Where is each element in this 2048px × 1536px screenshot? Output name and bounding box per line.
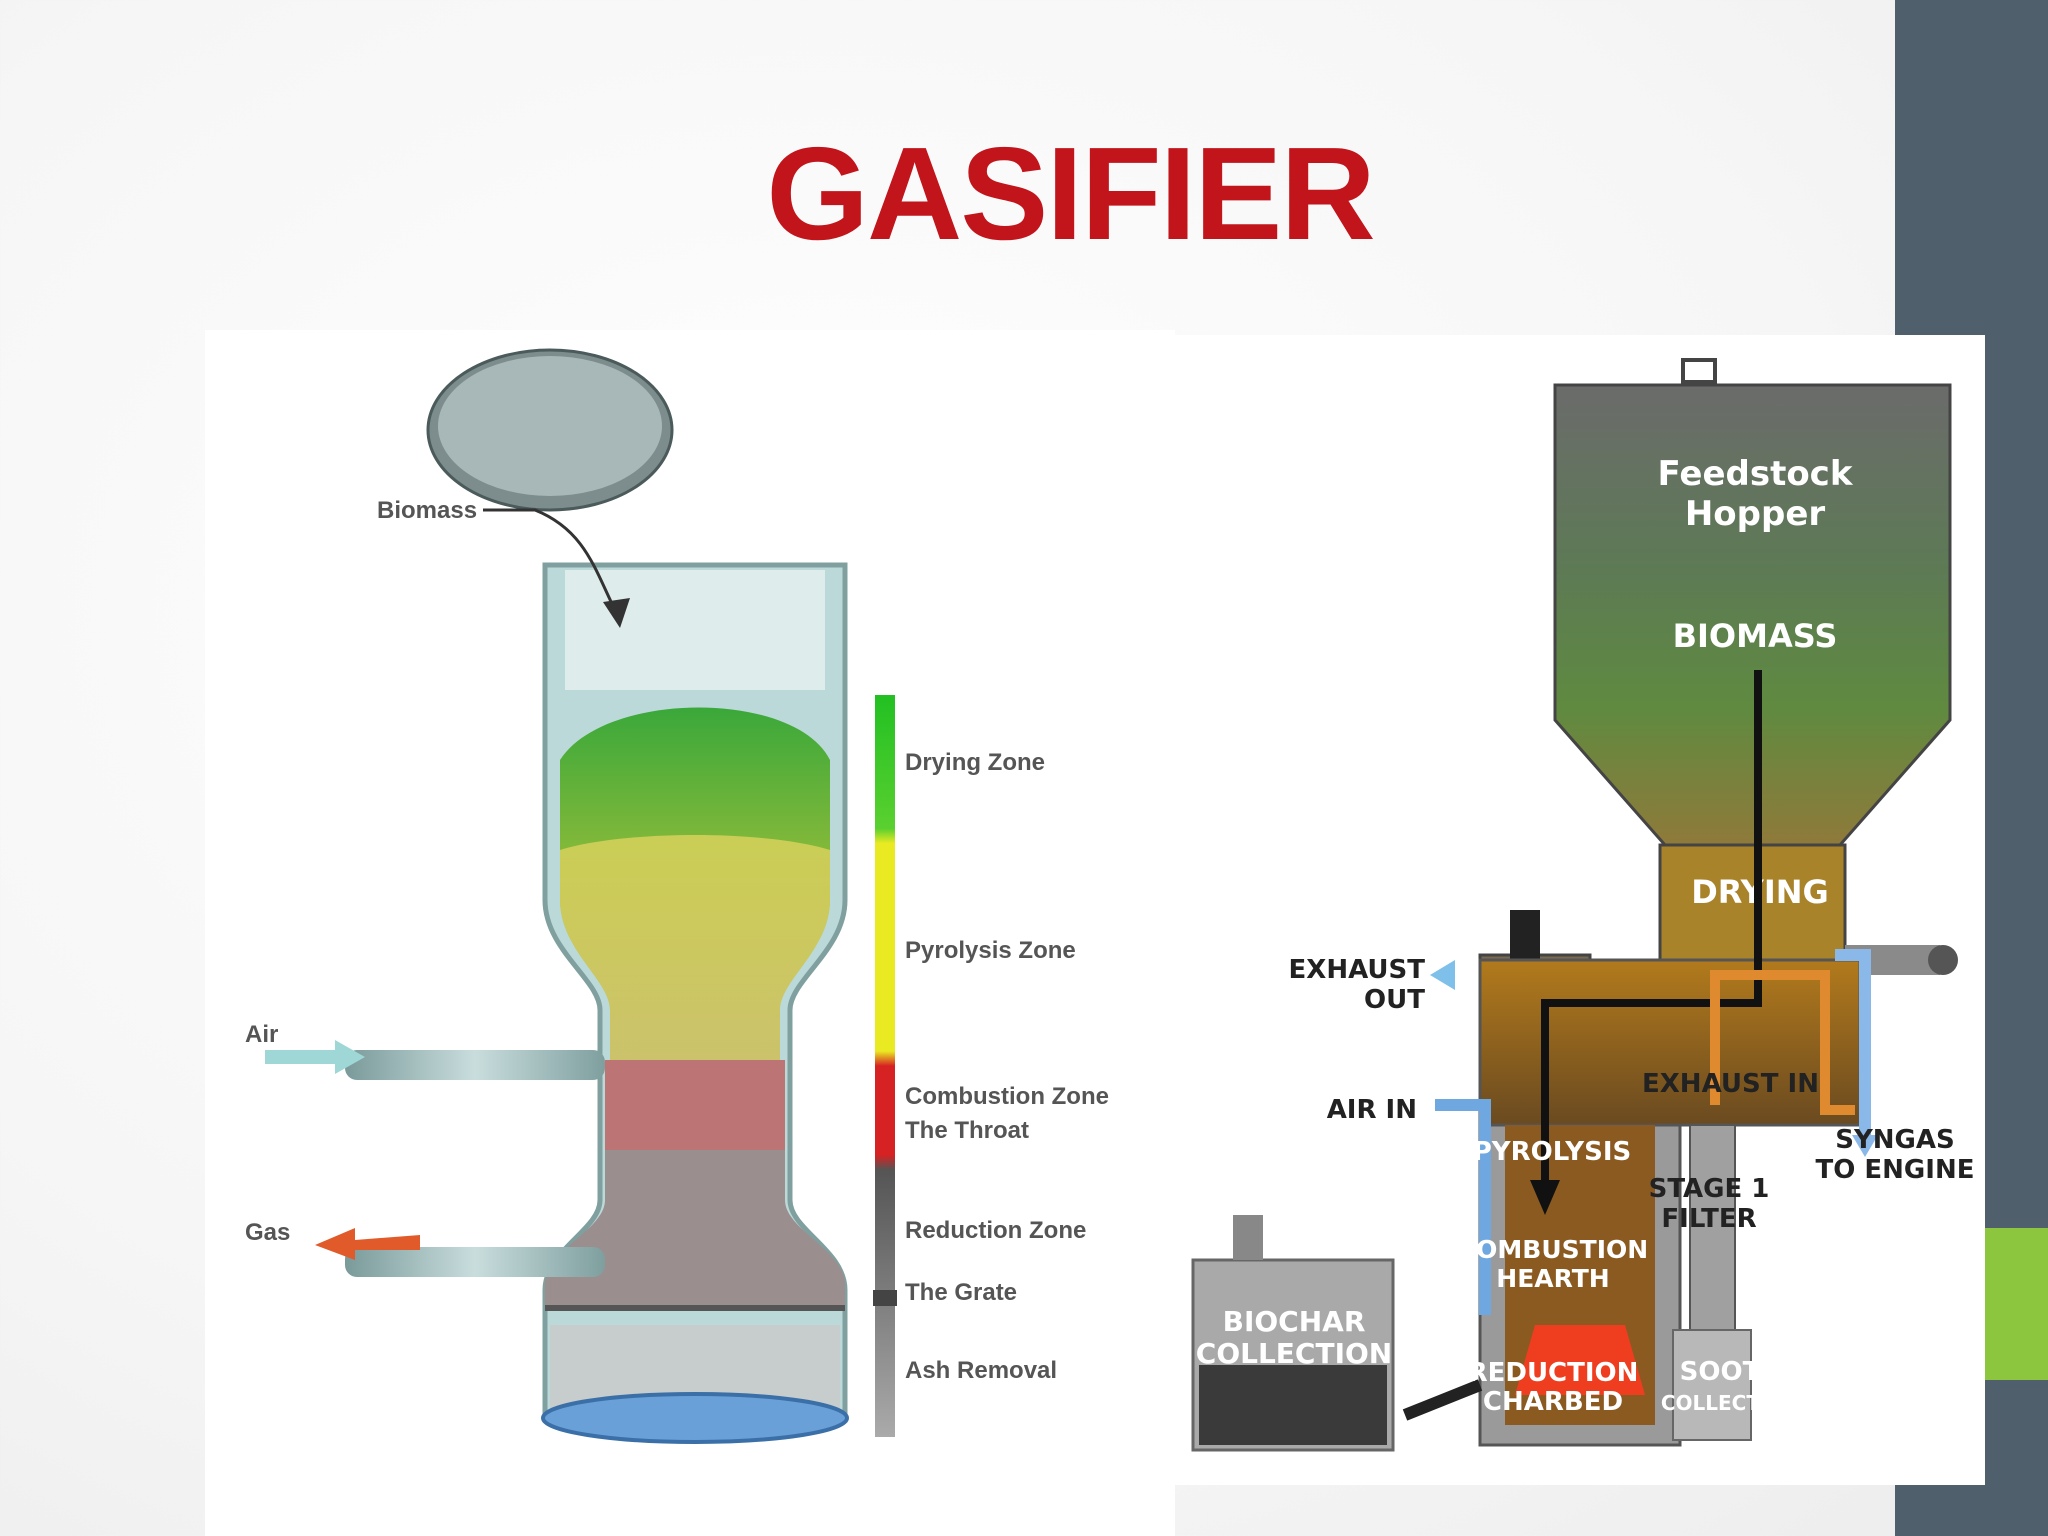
syngas-label-line2: TO ENGINE: [1816, 1155, 1975, 1185]
base-plate: [541, 1392, 849, 1444]
air-in-label: AIR IN: [1327, 1095, 1417, 1125]
exhaust-in-label: EXHAUST IN: [1642, 1069, 1819, 1099]
biomass-pointer: [483, 508, 617, 611]
biomass-pointer-arrowhead: [603, 598, 630, 628]
zone-indicator-bar: [875, 695, 895, 1437]
air-inlet-pipe: [345, 1050, 605, 1080]
upper-reactor: [1478, 958, 1862, 1127]
zone-drying-label: Drying Zone: [905, 749, 1045, 776]
stage1-filter: [1689, 1124, 1736, 1336]
combustion-material: [605, 1060, 785, 1150]
gas-outlet-pipe: [345, 1247, 605, 1277]
green-accent-bar: [1985, 1228, 2048, 1380]
zone-pyrolysis-label: Pyrolysis Zone: [905, 937, 1076, 964]
reduction-label-line1: REDUCTION: [1468, 1358, 1639, 1388]
biomass-flow-line: [1541, 670, 1762, 1180]
reduction-material: [545, 1150, 845, 1310]
stage1-label-line2: FILTER: [1661, 1204, 1756, 1234]
air-arrow-icon: [265, 1040, 365, 1074]
combustion-label-line1: COMBUSTION: [1458, 1235, 1648, 1264]
air-in-line: [1435, 1099, 1491, 1315]
hopper-label-line2: Hopper: [1685, 494, 1826, 534]
slide-title: GASIFIER: [766, 120, 1375, 267]
right-diagram-panel: Feedstock Hopper BIOMASS DRYING: [1175, 335, 1985, 1485]
exhaust-out-arrow-icon: [1430, 960, 1455, 990]
stage1-label-line1: STAGE 1: [1649, 1174, 1770, 1204]
soot-collector: [1672, 1329, 1752, 1441]
zone-reduction-label: Reduction Zone: [905, 1217, 1086, 1244]
zone-ash-label: Ash Removal: [905, 1357, 1057, 1384]
zone-combustion-sub-label: The Throat: [905, 1117, 1029, 1144]
soot-label-line2: COLLECTION: [1661, 1391, 1801, 1415]
zone-grate-label: The Grate: [905, 1279, 1017, 1306]
zone-combustion-label: Combustion Zone: [905, 1083, 1109, 1110]
gas-label: Gas: [245, 1219, 290, 1246]
gas-arrow-icon: [315, 1228, 420, 1260]
biomass-label: BIOMASS: [1673, 617, 1838, 655]
combustion-flame: [1515, 1325, 1645, 1395]
biochar-label-line2: COLLECTION: [1196, 1337, 1392, 1370]
pyrolysis-label: PYROLYSIS: [1473, 1137, 1631, 1167]
drying-section: [1658, 843, 1847, 962]
exhaust-loop: [1710, 970, 1855, 1115]
syngas-label-line1: SYNGAS: [1835, 1125, 1955, 1155]
reactor-cap: [1510, 910, 1540, 960]
hopper-handle: [1681, 358, 1717, 384]
biomass-label: Biomass: [377, 497, 477, 524]
biochar-chute-arrow: [1402, 1379, 1483, 1421]
syngas-line: [1835, 949, 1871, 1140]
reduction-label-line2: CHARBED: [1483, 1387, 1623, 1417]
biochar-label-line1: BIOCHAR: [1223, 1305, 1366, 1338]
left-diagram-panel: Air Gas Biomass Drying Zone Pyrolysis Zo…: [205, 330, 1175, 1536]
combustion-label-line2: HEARTH: [1496, 1264, 1609, 1293]
gasifier-cutaway-diagram: Air Gas Biomass Drying Zone Pyrolysis Zo…: [245, 348, 1109, 1444]
auger-motor: [1928, 945, 1958, 975]
hopper-label-line1: Feedstock: [1658, 454, 1854, 494]
soot-label-line1: SOOT: [1680, 1357, 1761, 1387]
exhaust-out-label-line2: OUT: [1364, 985, 1425, 1015]
gasifier-system-diagram: Feedstock Hopper BIOMASS DRYING: [1191, 358, 1975, 1452]
exhaust-out-label-line1: EXHAUST: [1289, 955, 1426, 985]
grate-marker: [873, 1290, 897, 1306]
air-label: Air: [245, 1021, 278, 1048]
biochar-pile: [1199, 1365, 1387, 1445]
